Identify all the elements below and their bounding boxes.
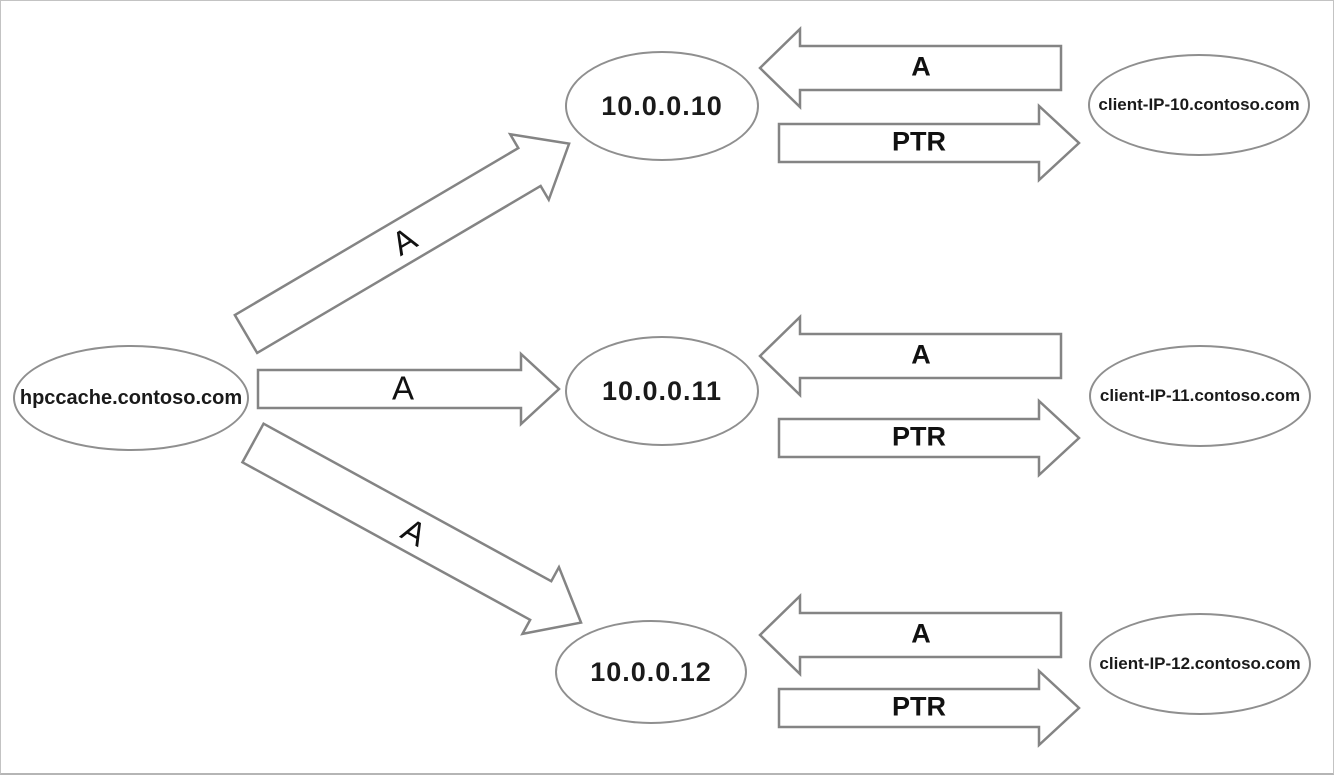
node-client-ip-12: client-IP-12.contoso.com (1089, 613, 1311, 715)
node-client-ip-10: client-IP-10.contoso.com (1088, 54, 1310, 156)
edge-label-a-client10: A (911, 51, 931, 82)
ptr-record-arrow-ip10-to-client10 (777, 103, 1081, 183)
edge-label-ptr-client11: PTR (892, 421, 946, 452)
a-record-arrow-hpccache-to-ip12 (240, 422, 583, 636)
edge-label-ptr-client10: PTR (892, 126, 946, 157)
ptr-record-arrow-ip11-to-client11 (777, 398, 1081, 478)
node-ip-10-0-0-11: 10.0.0.11 (565, 336, 759, 446)
ptr-record-arrow-ip12-to-client12 (777, 668, 1081, 748)
node-hpccache: hpccache.contoso.com (13, 345, 249, 451)
a-record-arrow-client11-to-ip11 (758, 314, 1063, 398)
node-ip-10-0-0-10: 10.0.0.10 (565, 51, 759, 161)
edge-label-a-hpccache-ip11: A (391, 369, 415, 407)
a-record-arrow-hpccache-to-ip10 (233, 132, 571, 355)
node-client-12-label: client-IP-12.contoso.com (1099, 654, 1301, 673)
edge-label-a-client12: A (911, 618, 931, 649)
node-client-11-label: client-IP-11.contoso.com (1099, 386, 1301, 405)
node-ip-11-label: 10.0.0.11 (601, 375, 723, 406)
node-ip-12-label: 10.0.0.12 (590, 656, 712, 687)
a-record-arrow-client12-to-ip12 (758, 593, 1063, 677)
node-ip-10-0-0-12: 10.0.0.12 (555, 620, 747, 724)
node-hpccache-label: hpccache.contoso.com (19, 386, 243, 409)
node-client-10-label: client-IP-10.contoso.com (1098, 95, 1300, 114)
a-record-arrow-hpccache-to-ip11 (256, 351, 561, 427)
node-client-ip-11: client-IP-11.contoso.com (1089, 345, 1311, 447)
node-ip-10-label: 10.0.0.10 (601, 90, 723, 121)
a-record-arrow-client10-to-ip10 (758, 26, 1063, 110)
edge-label-ptr-client12: PTR (892, 691, 946, 722)
edge-label-a-client11: A (911, 339, 931, 370)
